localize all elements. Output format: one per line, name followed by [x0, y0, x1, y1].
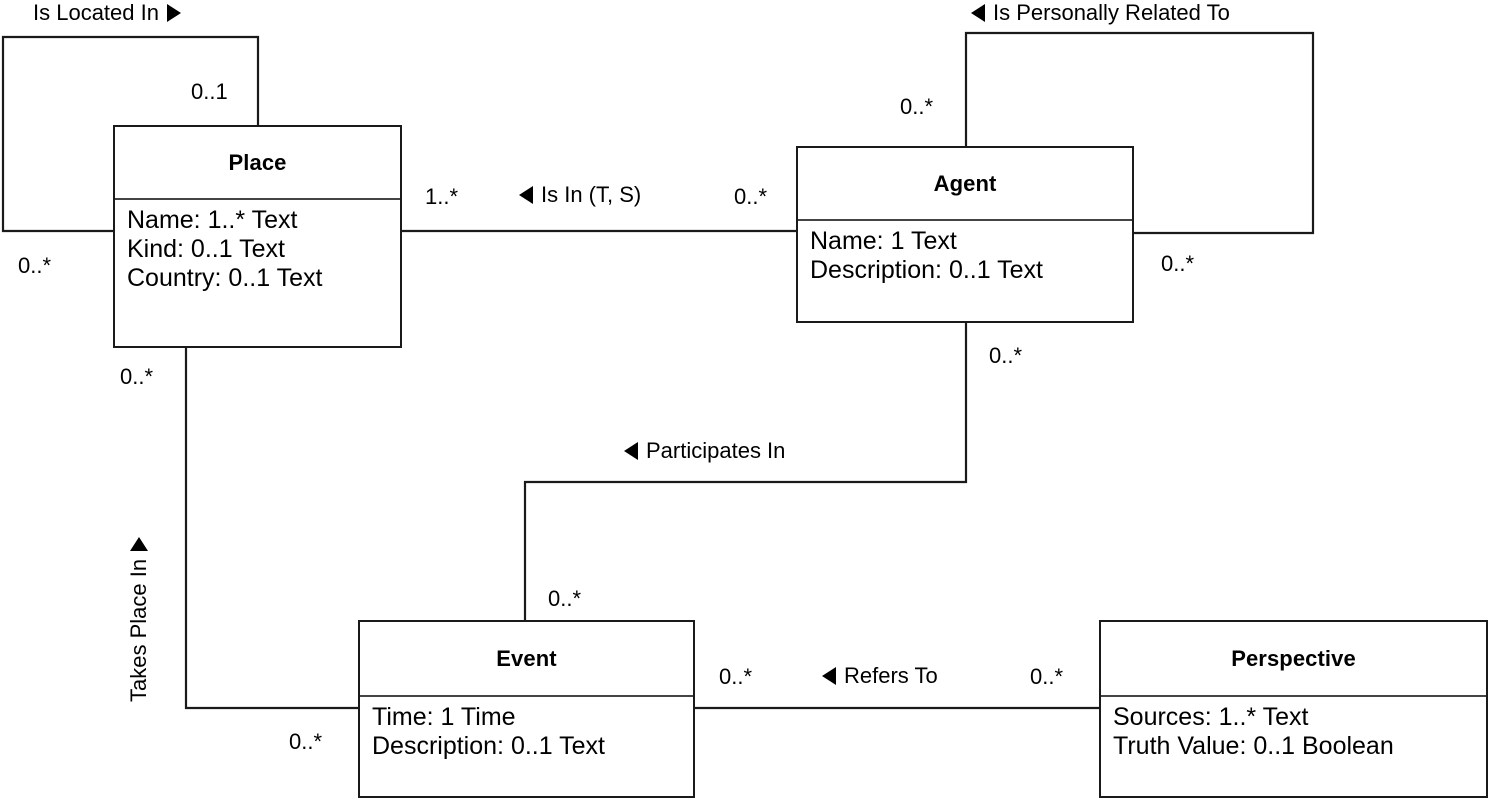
entity-perspective-header: Perspective	[1101, 622, 1486, 697]
wire-takes-place-in	[184, 346, 360, 710]
arrow-left-icon	[519, 186, 533, 204]
attribute-row: Name: 1 Text	[810, 227, 957, 255]
entity-event[interactable]: Event Time: 1 Time Description: 0..1 Tex…	[358, 620, 695, 798]
relationship-label-is-located-in: Is Located In	[33, 2, 181, 24]
relationship-text: Is Personally Related To	[993, 0, 1230, 25]
entity-place[interactable]: Place Name: 1..* Text Kind: 0..1 Text Co…	[113, 125, 402, 348]
attribute-row: Name: 1..* Text	[127, 206, 298, 234]
multiplicity-perspective-refers-to: 0..*	[1030, 664, 1064, 689]
multiplicity-event-takes-place: 0..*	[289, 729, 323, 754]
multiplicity-agent-loop-top: 0..*	[900, 94, 934, 119]
wire-is-located-in	[1, 35, 260, 233]
attribute-row: Description: 0..1 Text	[372, 732, 605, 760]
attribute-row: Description: 0..1 Text	[810, 256, 1043, 284]
arrow-up-icon	[130, 536, 148, 551]
entity-agent-attributes: Name: 1 Text Description: 0..1 Text	[798, 221, 1132, 321]
relationship-label-is-in: Is In (T, S)	[519, 184, 641, 206]
multiplicity-agent-is-in: 0..*	[734, 184, 768, 209]
attribute-row: Sources: 1..* Text	[1113, 703, 1309, 731]
multiplicity-agent-participates: 0..*	[989, 343, 1023, 368]
wire-participates-in	[523, 321, 968, 622]
multiplicity-event-participates: 0..*	[548, 586, 582, 611]
relationship-label-participates-in: Participates In	[624, 440, 785, 462]
arrow-left-icon	[624, 442, 638, 460]
entity-agent[interactable]: Agent Name: 1 Text Description: 0..1 Tex…	[796, 146, 1134, 323]
relationship-text: Is In (T, S)	[541, 182, 642, 207]
attribute-row: Time: 1 Time	[372, 703, 516, 731]
entity-perspective-attributes: Sources: 1..* Text Truth Value: 0..1 Boo…	[1101, 697, 1486, 796]
entity-perspective[interactable]: Perspective Sources: 1..* Text Truth Val…	[1099, 620, 1488, 798]
entity-agent-title: Agent	[933, 170, 997, 196]
multiplicity-event-refers-to: 0..*	[719, 664, 753, 689]
relationship-text: Takes Place In	[126, 558, 151, 702]
arrow-left-icon	[822, 667, 836, 685]
arrow-right-icon	[166, 4, 181, 22]
relationship-text: Is Located In	[33, 0, 159, 25]
entity-perspective-title: Perspective	[1231, 645, 1356, 671]
relationship-label-is-personally-related-to: Is Personally Related To	[971, 2, 1230, 24]
relationship-text: Refers To	[844, 663, 938, 688]
entity-event-title: Event	[496, 645, 557, 671]
relationship-label-takes-place-in: Takes Place In	[126, 536, 151, 702]
multiplicity-place-loop-top: 0..1	[191, 79, 228, 104]
relationship-label-refers-to: Refers To	[822, 665, 938, 687]
attribute-row: Kind: 0..1 Text	[127, 235, 285, 263]
multiplicity-place-is-in: 1..*	[425, 184, 459, 209]
attribute-row: Country: 0..1 Text	[127, 264, 323, 292]
wire-is-personally-related-to	[964, 31, 1315, 235]
multiplicity-place-takes-place: 0..*	[120, 364, 154, 389]
multiplicity-agent-loop-right: 0..*	[1161, 251, 1195, 276]
relationship-text: Participates In	[646, 438, 786, 463]
entity-place-title: Place	[228, 149, 287, 175]
entity-event-header: Event	[360, 622, 693, 697]
attribute-row: Truth Value: 0..1 Boolean	[1113, 732, 1394, 760]
entity-agent-header: Agent	[798, 148, 1132, 221]
entity-place-header: Place	[115, 127, 400, 200]
entity-place-attributes: Name: 1..* Text Kind: 0..1 Text Country:…	[115, 200, 400, 346]
arrow-left-icon	[971, 4, 985, 22]
entity-event-attributes: Time: 1 Time Description: 0..1 Text	[360, 697, 693, 796]
multiplicity-place-loop-left: 0..*	[18, 253, 52, 278]
